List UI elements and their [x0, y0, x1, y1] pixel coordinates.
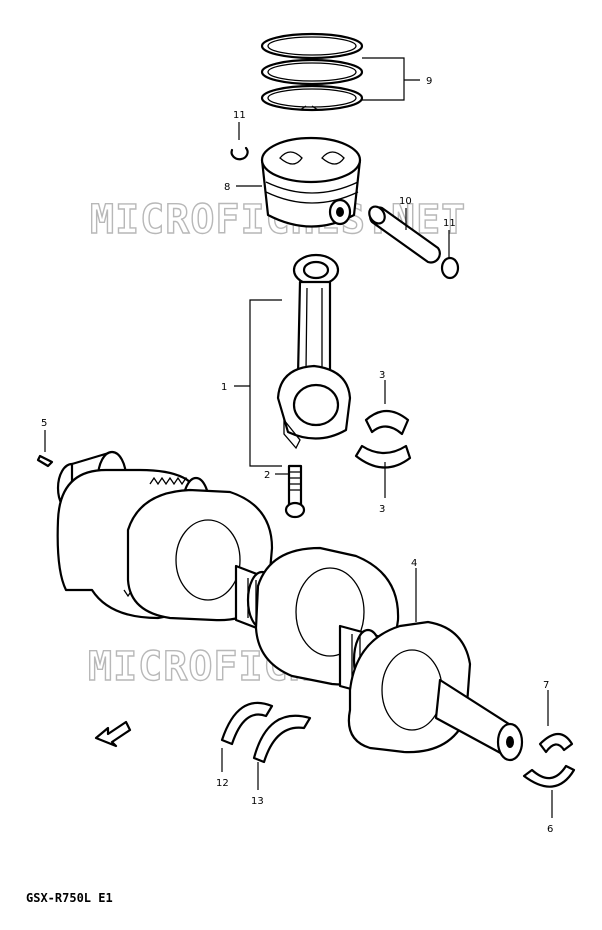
- callout-7: 7: [543, 680, 549, 691]
- main-bearing-upper: [220, 701, 274, 746]
- callout-5: 5: [41, 418, 47, 429]
- callout-1: 1: [221, 382, 227, 393]
- connecting-rod-bolt: [284, 464, 306, 519]
- leader-lines: [44, 57, 553, 818]
- callout-8: 8: [224, 182, 230, 193]
- callout-12: 12: [216, 778, 229, 789]
- model-code: GSX-R750L E1: [26, 891, 113, 905]
- callout-4: 4: [411, 558, 417, 569]
- conrod-bearing-lower: [354, 444, 412, 469]
- front-arrow-icon: [94, 720, 132, 748]
- callout-3-bottom: 3: [379, 504, 385, 515]
- piston-pin-clip-left: [230, 146, 249, 161]
- callout-6: 6: [547, 824, 553, 835]
- callout-2: 2: [264, 470, 270, 481]
- crankshaft-key: [36, 454, 54, 468]
- callout-10: 10: [399, 196, 412, 207]
- callout-11-left: 11: [233, 110, 246, 121]
- callout-11-right: 11: [443, 218, 456, 229]
- callout-13: 13: [251, 796, 264, 807]
- crankshaft: [56, 450, 524, 762]
- main-bearing-right-lower: [522, 764, 576, 788]
- connecting-rod: [276, 253, 352, 450]
- main-bearing-right-upper: [538, 732, 574, 754]
- main-bearing-lower: [252, 714, 312, 764]
- piston-rings: [260, 32, 364, 112]
- conrod-bearing-upper: [364, 409, 410, 436]
- callout-9: 9: [426, 76, 432, 87]
- piston-pin: [368, 205, 441, 264]
- piston: [260, 136, 362, 228]
- callout-3-top: 3: [379, 370, 385, 381]
- piston-pin-clip-right: [440, 256, 460, 280]
